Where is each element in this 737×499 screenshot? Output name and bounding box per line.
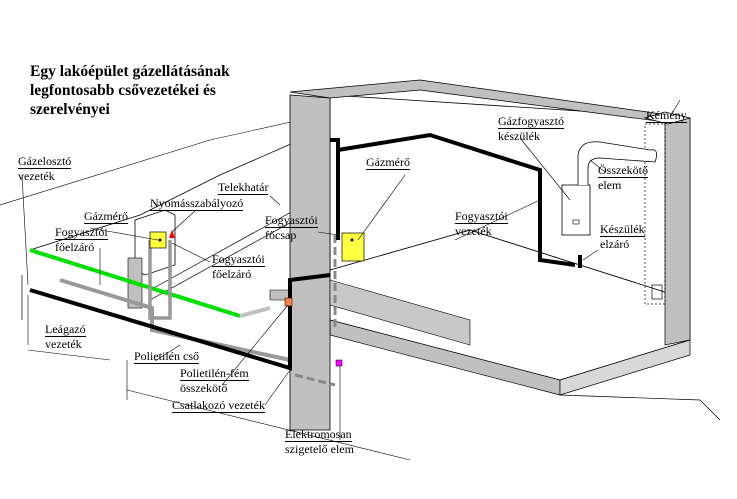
gas-appliance (561, 184, 591, 236)
label-gas-meter-left: Gázmérő (84, 209, 128, 224)
connecting-pipe (29, 273, 331, 371)
label-connecting-pipe: Csatlakozó vezeték (172, 398, 265, 413)
pe-metal-joint (284, 297, 293, 307)
label-pe-pipe: Polietilén cső (134, 349, 199, 364)
title-line: Egy lakóépület gázellátásának (30, 63, 230, 80)
terrain-line (0, 119, 301, 206)
label-pressure-regulator: Nyomásszabályozó (150, 196, 244, 211)
title-line: szerelvényei (30, 101, 110, 118)
pressure-regulator (169, 230, 175, 238)
insulating-joint (335, 359, 343, 367)
gas-meter-right (341, 232, 365, 262)
title-line: legfontosabb csővezetékei és (30, 82, 216, 99)
label-chimney: Kémény (646, 108, 687, 123)
chimney-column (664, 117, 691, 346)
chimney-opening (643, 111, 691, 125)
flue-connector (577, 141, 658, 185)
label-property-boundary: Telekhatár (218, 180, 269, 195)
ground-outline (29, 139, 301, 251)
leader-lines (21, 99, 681, 461)
diagram-title: Egy lakóépület gázellátásának legfontosa… (30, 62, 230, 119)
consumer-pipe (336, 132, 576, 267)
label-gas-meter-right: Gázmérő (366, 155, 410, 170)
gas-distribution-pipe (29, 248, 241, 318)
